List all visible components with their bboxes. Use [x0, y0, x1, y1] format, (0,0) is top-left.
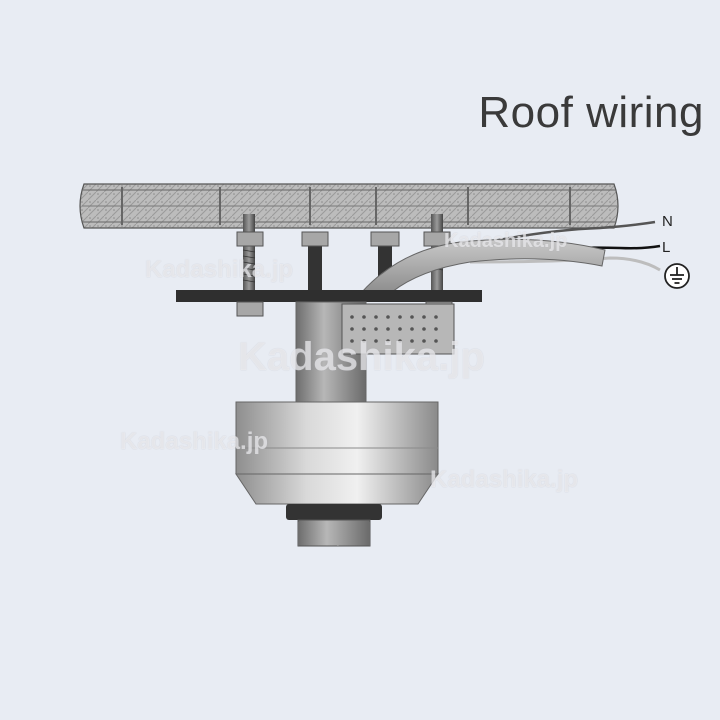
- terminal-dot: [410, 339, 414, 343]
- terminal-dot: [398, 339, 402, 343]
- mounting-flange: [176, 290, 482, 302]
- roof-panel: [79, 183, 619, 229]
- terminal-dot: [374, 315, 378, 319]
- terminal-dot: [386, 339, 390, 343]
- earth-ground-icon: [664, 263, 690, 289]
- power-cable: [360, 238, 606, 293]
- terminal-dot: [410, 315, 414, 319]
- terminal-dot: [374, 327, 378, 331]
- terminal-box: [341, 303, 455, 355]
- upper-nuts: [236, 231, 451, 247]
- terminal-dot: [422, 339, 426, 343]
- diagram-title: Roof wiring: [478, 88, 704, 137]
- terminal-dot: [398, 315, 402, 319]
- terminal-dot: [434, 339, 438, 343]
- wire-label-live: L: [662, 239, 670, 256]
- terminal-dot: [350, 315, 354, 319]
- terminal-dot: [386, 327, 390, 331]
- shaft: [286, 504, 382, 547]
- terminal-dot: [422, 327, 426, 331]
- terminal-dot: [434, 315, 438, 319]
- terminal-dot: [422, 315, 426, 319]
- wire-label-neutral: N: [662, 213, 673, 230]
- terminal-dot: [374, 339, 378, 343]
- terminal-dot: [350, 327, 354, 331]
- terminal-dot: [386, 315, 390, 319]
- terminal-dot: [350, 339, 354, 343]
- terminal-dot: [362, 315, 366, 319]
- terminal-dot: [362, 327, 366, 331]
- terminal-dot: [410, 327, 414, 331]
- terminal-dot: [398, 327, 402, 331]
- terminal-dot: [434, 327, 438, 331]
- terminal-dot: [362, 339, 366, 343]
- motor-housing: [235, 401, 439, 505]
